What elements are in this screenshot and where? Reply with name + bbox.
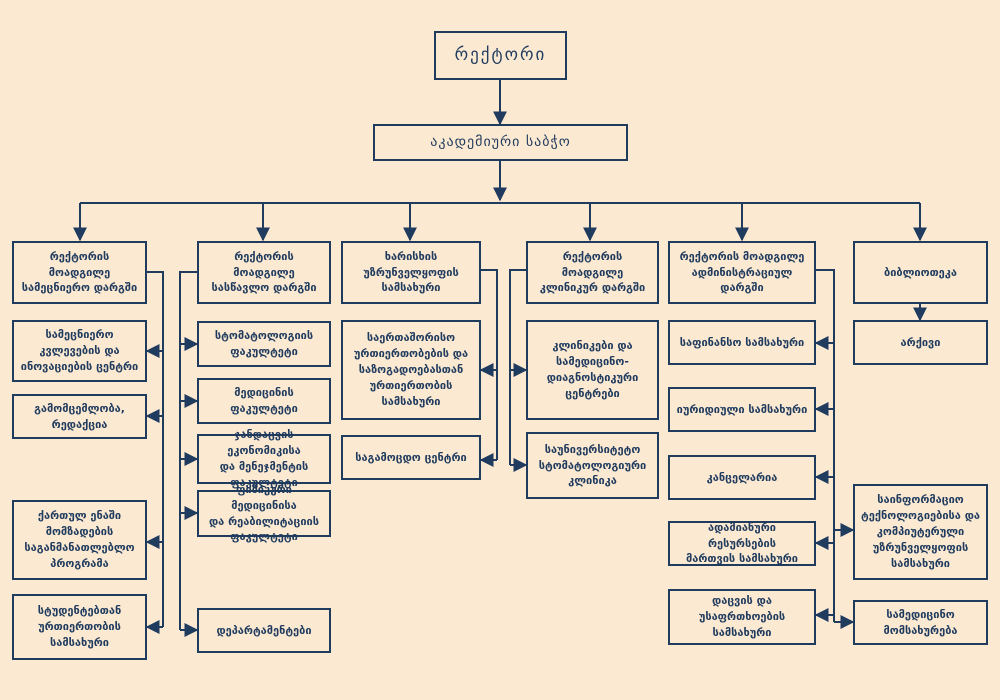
student-relations-box: სტუდენტებთან ურთიერთობის სამსახური (12, 594, 147, 660)
academic-council-box: აკადემიური საბჭო (373, 124, 628, 161)
quality-assurance-box: ხარისხის უზრუნველყოფის სამსახური (341, 241, 481, 304)
it-service-box: საინფორმაციო ტექნოლოგიებისა და კომპიუტერ… (853, 484, 988, 580)
vice-rector-admin-box: რექტორის მოადგილე ადმინისტრაციულ დარგში (668, 241, 816, 304)
foreign-relations-box: საერთაშორისო ურთიერთობების და საზოგადოებ… (341, 320, 481, 420)
library-box: ბიბლიოთეკა (853, 241, 988, 304)
testing-center-box: საგამოცდო ცენტრი (341, 435, 481, 480)
hr-service-box: ადამიანური რესურსების მართვის სამსახური (668, 521, 816, 566)
dental-clinic-box: საუნივერსიტეტო სტომატოლოგიური კლინიკა (526, 432, 659, 499)
georgian-language-program-box: ქართულ ენაში მომზადების საგანმანათლებლო … (12, 500, 147, 580)
vice-rector-scientific-box: რექტორის მოადგილე სამეცნიერო დარგში (12, 241, 147, 304)
departments-box: დეპარტამენტები (197, 608, 331, 653)
publishing-box: გამომცემლობა, რედაქცია (12, 394, 147, 439)
clinics-diagnostic-centers-box: კლინიკები და სამედიცინო- დიაგნოსტიკური ც… (526, 320, 659, 420)
faculty-health-economics-box: ჯანდაცვის ეკონომიკისა და მენეჯმენტის ფაკ… (197, 428, 331, 489)
vice-rector-clinical-box: რექტორის მოადგილე კლინიკურ დარგში (526, 241, 659, 304)
chancellery-box: კანცელარია (668, 455, 816, 500)
faculty-physical-medicine-box: ფიზიკური მედიცინისა და რეაბილიტაციის ფაკ… (197, 483, 331, 543)
legal-service-box: იურიდიული სამსახური (668, 387, 816, 432)
rector-box: რექტორი (434, 31, 567, 80)
medical-service-box: სამედიცინო მომსახურება (853, 600, 988, 645)
archive-box: არქივი (853, 320, 988, 365)
faculty-medicine-box: მედიცინის ფაკულტეტი (197, 378, 331, 424)
security-service-box: დაცვის და უსაფრთხოების სამსახური (668, 589, 816, 645)
research-center-box: სამეცნიერო კვლევების და ინოვაციების ცენტ… (12, 320, 147, 382)
faculty-dentistry-box: სტომატოლოგიის ფაკულტეტი (197, 321, 331, 367)
vice-rector-academic-box: რექტორის მოადგილე სასწავლო დარგში (197, 241, 331, 304)
finance-service-box: საფინანსო სამსახური (668, 320, 816, 365)
